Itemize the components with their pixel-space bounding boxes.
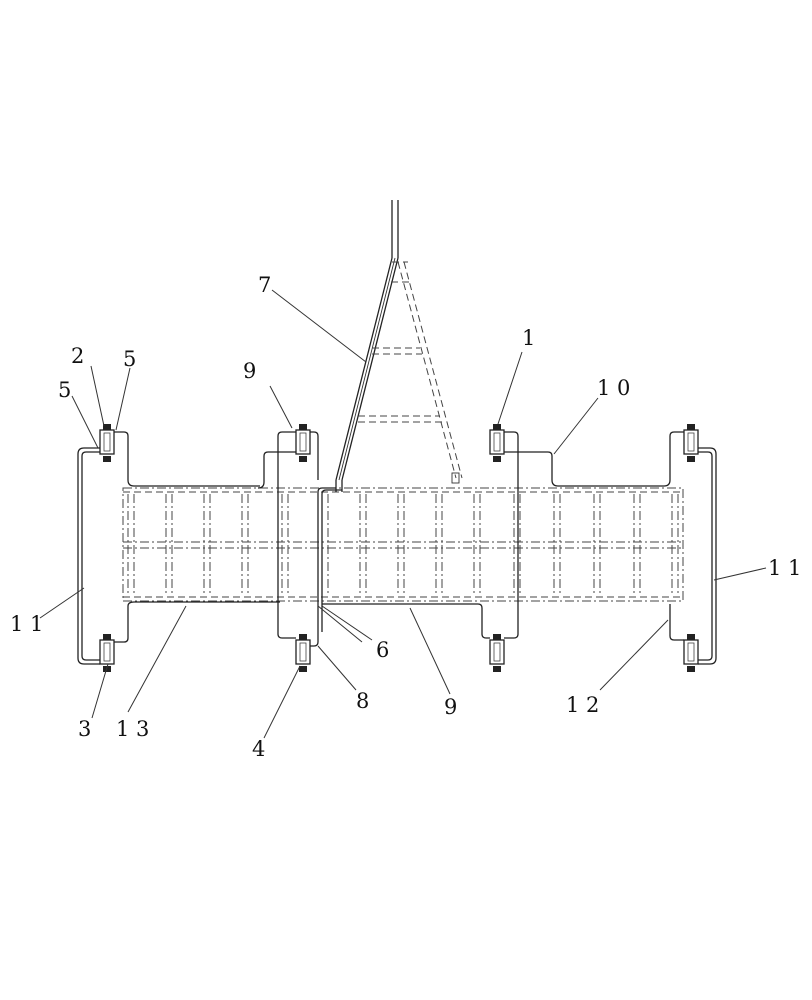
label-5-right: 5 — [123, 347, 136, 371]
label-6: 6 — [376, 638, 389, 662]
label-4: 4 — [252, 737, 265, 761]
label-11-left: 1 1 — [10, 612, 43, 636]
label-7: 7 — [258, 273, 271, 297]
reference-numbers: 1 2 3 4 5 5 6 7 8 9 9 1 0 1 1 1 1 1 2 1 … — [10, 273, 801, 761]
hydraulic-lines — [77, 431, 717, 665]
label-11-right: 1 1 — [768, 556, 801, 580]
label-9-top: 9 — [243, 359, 256, 383]
cylinder — [489, 634, 505, 672]
drawbar — [335, 200, 463, 492]
label-13: 1 3 — [116, 717, 149, 741]
label-10: 1 0 — [597, 376, 630, 400]
label-9-bottom: 9 — [444, 695, 457, 719]
label-5-left: 5 — [58, 378, 71, 402]
label-1: 1 — [522, 326, 535, 350]
label-8: 8 — [356, 689, 369, 713]
leader-lines — [39, 289, 767, 739]
cylinder — [489, 424, 505, 462]
cylinder — [683, 424, 699, 462]
cylinder — [295, 634, 311, 672]
cylinders — [99, 424, 699, 672]
chassis-frame — [122, 487, 684, 602]
label-3: 3 — [78, 717, 91, 741]
cylinder — [683, 634, 699, 672]
label-2: 2 — [71, 344, 84, 368]
label-12: 1 2 — [566, 693, 599, 717]
cylinder — [99, 424, 115, 462]
cylinder — [295, 424, 311, 462]
